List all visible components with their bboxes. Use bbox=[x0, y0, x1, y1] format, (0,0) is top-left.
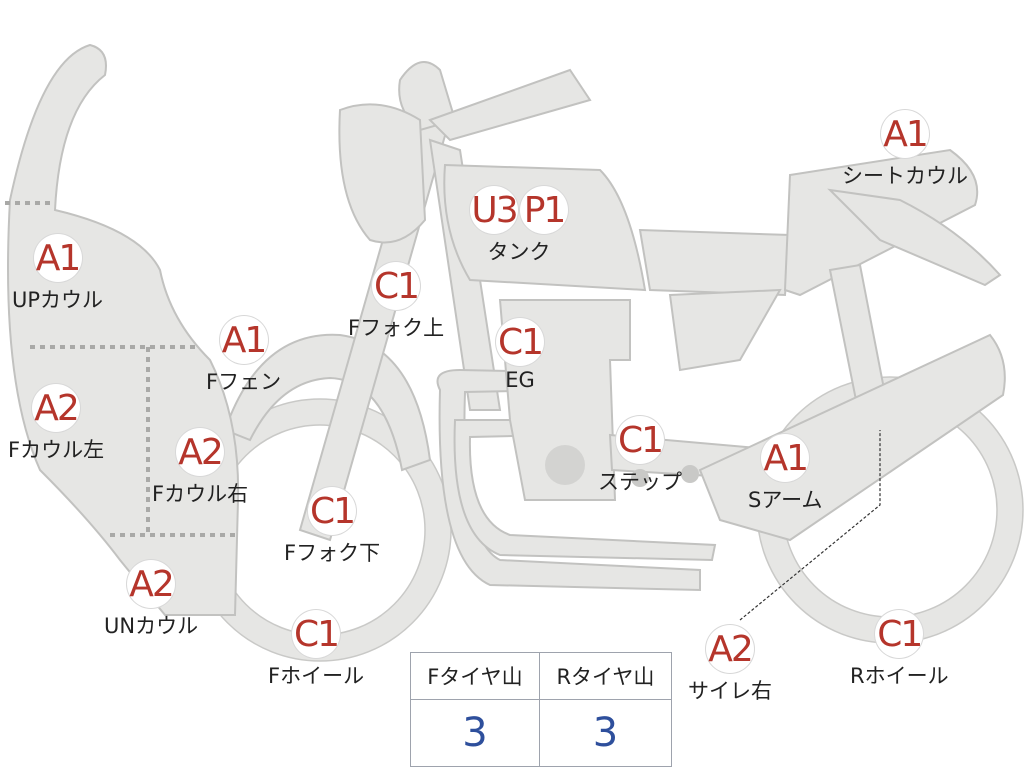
grade-badge: C1 bbox=[875, 610, 923, 658]
part-label: Fフェン bbox=[206, 370, 282, 394]
part-label: UPカウル bbox=[12, 288, 104, 312]
grade-badge: A1 bbox=[33, 234, 82, 282]
part-label: Sアーム bbox=[748, 488, 823, 512]
grade-badge: A2 bbox=[32, 384, 81, 432]
grade-badge: A2 bbox=[706, 625, 754, 673]
part-label: サイレ右 bbox=[688, 679, 772, 703]
tire-tread-table: Fタイヤ山 Rタイヤ山 3 3 bbox=[410, 652, 673, 767]
part-label: ステップ bbox=[598, 470, 682, 494]
grade-badge: P1 bbox=[520, 186, 568, 234]
front-tread-value: 3 bbox=[410, 699, 540, 767]
part-seat-cowl[interactable]: A1 シートカウル bbox=[842, 110, 968, 190]
front-tread-header: Fタイヤ山 bbox=[410, 652, 540, 700]
fairing-shape bbox=[7, 43, 240, 616]
grade-badge: C1 bbox=[372, 262, 420, 310]
part-label: Fフォク上 bbox=[348, 316, 445, 340]
grade-badge: U3 bbox=[470, 186, 519, 234]
part-label: Rホイール bbox=[850, 664, 949, 688]
rear-tread-header: Rタイヤ山 bbox=[538, 652, 673, 700]
grade-badge: C1 bbox=[496, 318, 544, 366]
part-step[interactable]: C1 ステップ bbox=[598, 416, 682, 496]
rear-tread-value: 3 bbox=[538, 699, 673, 767]
part-label: シートカウル bbox=[842, 164, 968, 188]
part-label: Fフォク下 bbox=[284, 541, 381, 565]
part-muffler-right[interactable]: A2 サイレ右 bbox=[688, 625, 772, 705]
part-label: タンク bbox=[487, 240, 551, 264]
grade-badge: C1 bbox=[292, 610, 340, 658]
part-label: Fカウル右 bbox=[152, 482, 249, 506]
grade-badge: A2 bbox=[176, 428, 225, 476]
grade-badge: A1 bbox=[881, 110, 929, 158]
grade-badge: C1 bbox=[616, 416, 664, 464]
swing-arm-shape bbox=[698, 333, 1006, 542]
part-label: UNカウル bbox=[104, 614, 199, 638]
part-label: EG bbox=[505, 368, 535, 392]
part-label: Fホイール bbox=[268, 664, 365, 688]
grade-badge: A2 bbox=[127, 560, 176, 608]
part-label: Fカウル左 bbox=[8, 438, 105, 462]
grade-badge: C1 bbox=[308, 487, 356, 535]
grade-badge: A1 bbox=[219, 316, 268, 364]
grade-badge: A1 bbox=[761, 434, 810, 482]
